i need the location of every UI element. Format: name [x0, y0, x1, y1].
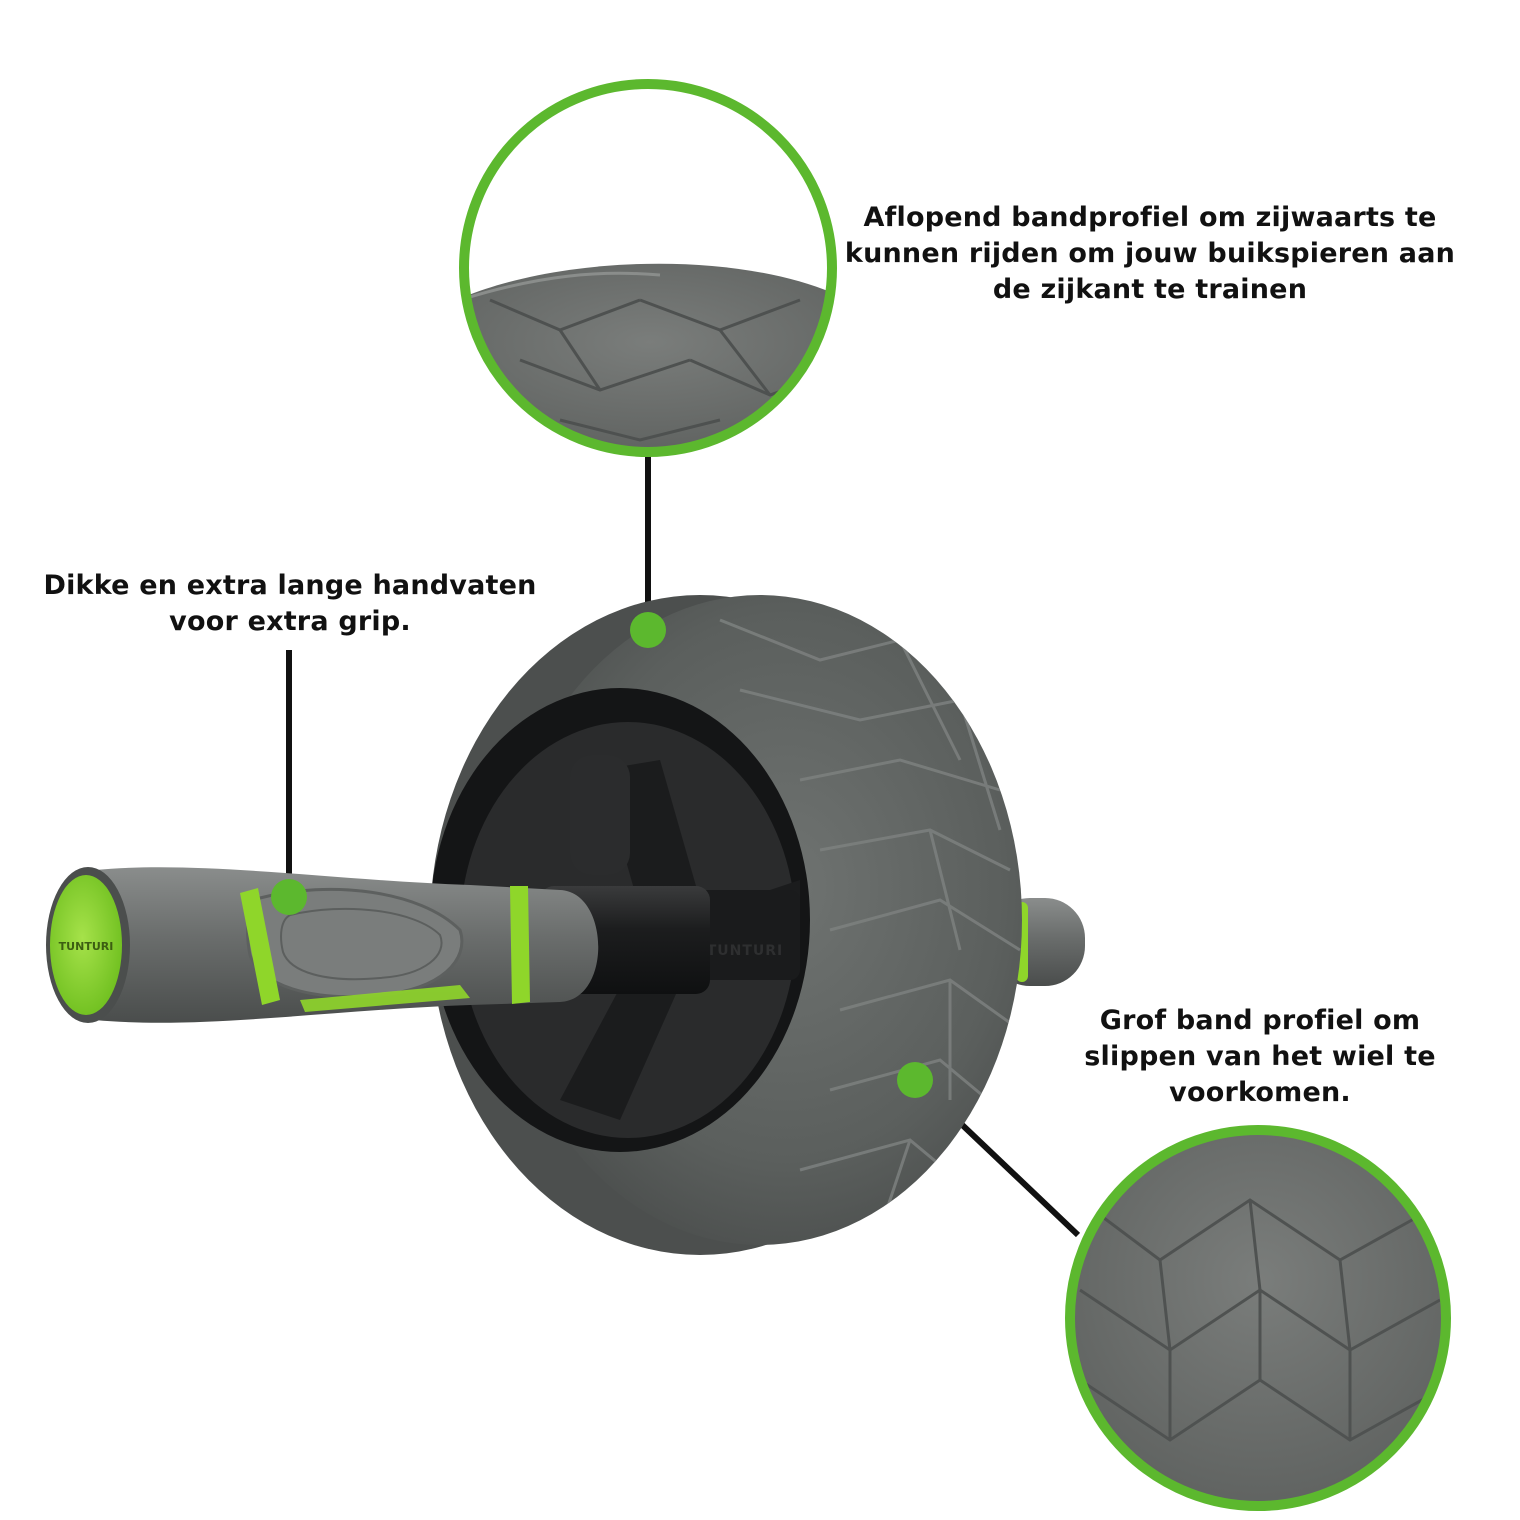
caption-line: Dikke en extra lange handvaten [43, 570, 537, 601]
caption-slanted-tread: Aflopend bandprofiel om zijwaarts te kun… [840, 200, 1460, 308]
zoom-lens-right [1065, 1125, 1451, 1511]
caption-line: slippen van het wiel te [1084, 1040, 1436, 1072]
caption-line: Aflopend bandprofiel om zijwaarts te [863, 202, 1437, 233]
caption-coarse-tread: Grof band profiel om slippen van het wie… [1060, 1003, 1460, 1111]
callout-dot-left [271, 879, 307, 915]
caption-line: de zijkant te trainen [992, 273, 1308, 305]
caption-line: Grof band profiel om [1099, 1005, 1421, 1036]
zoom-lens-top [459, 79, 837, 457]
callout-dot-top [630, 612, 666, 648]
caption-line: kunnen rijden om jouw buikspieren aan [844, 237, 1456, 269]
caption-handles: Dikke en extra lange handvaten voor extr… [40, 568, 540, 640]
left-handle: TUNTURI [46, 867, 599, 1023]
caption-line: voorkomen. [1169, 1076, 1351, 1108]
callout-dot-right [897, 1062, 933, 1098]
hub-logo: TUNTURI [707, 943, 784, 959]
caption-line: voor extra grip. [169, 605, 411, 637]
handle-cap-logo: TUNTURI [59, 940, 114, 953]
callout-dots [271, 612, 933, 1098]
wheel-hub [690, 890, 800, 980]
